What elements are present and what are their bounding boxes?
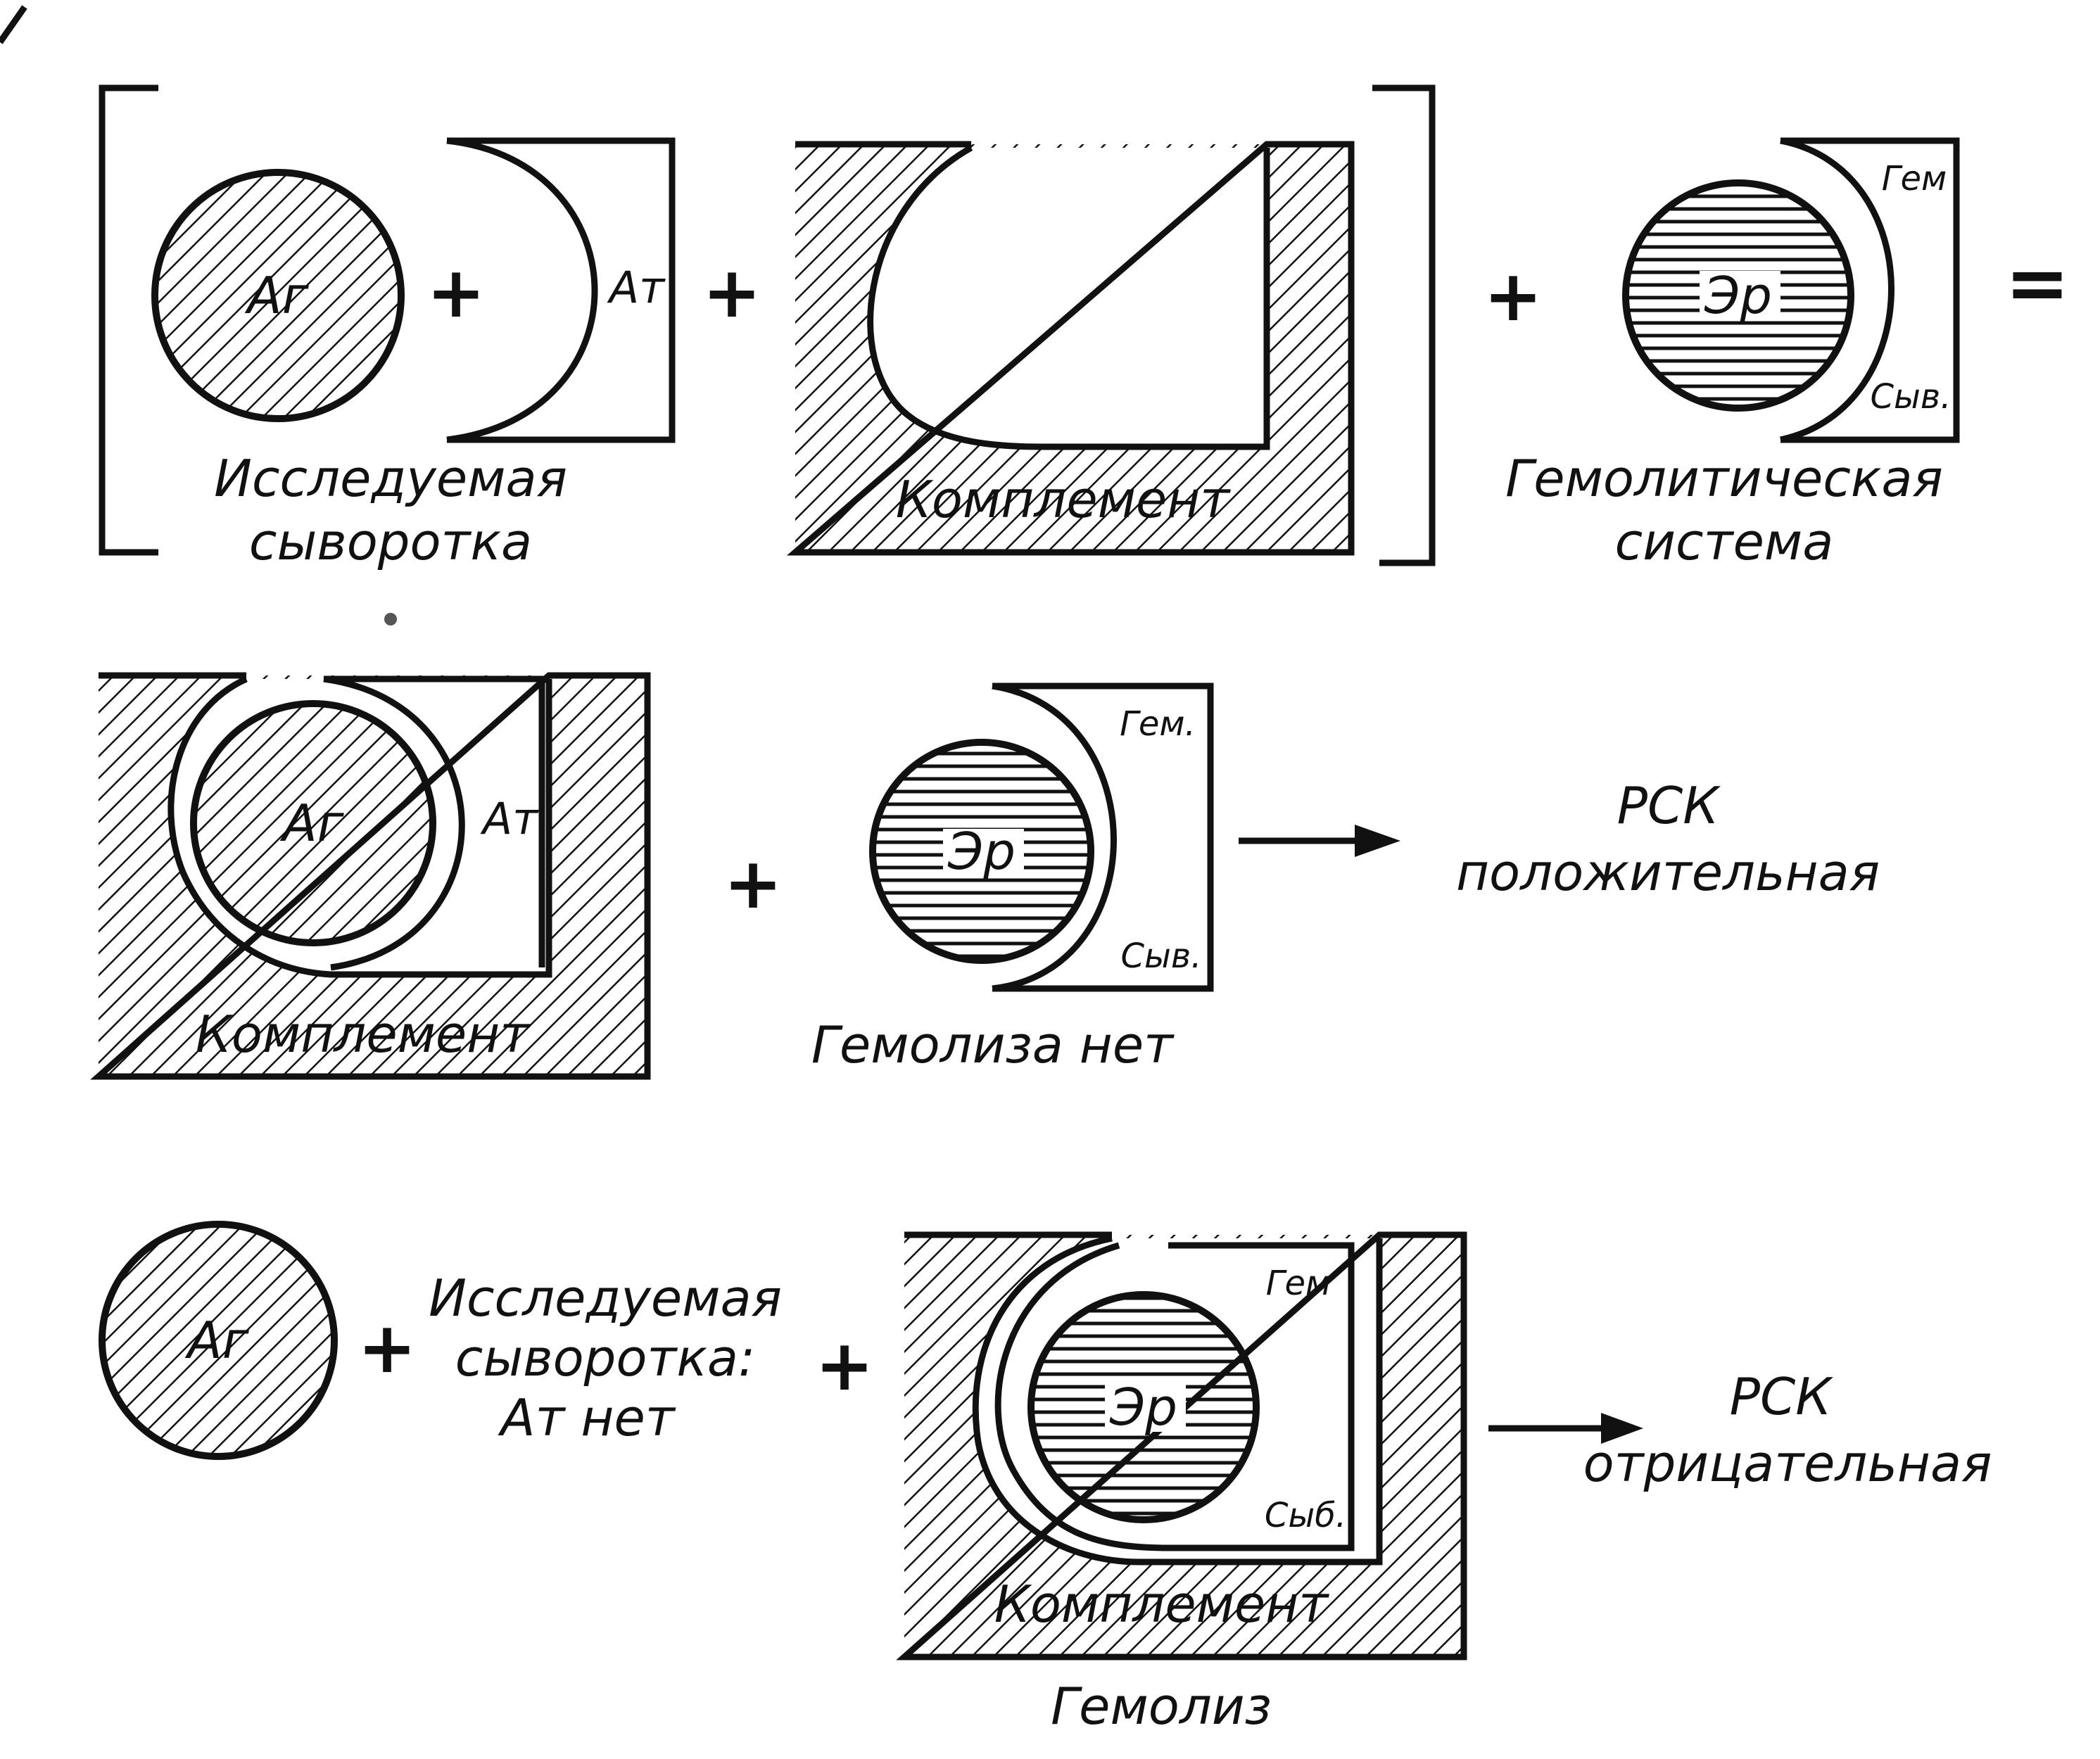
arrow-row3 xyxy=(1488,1413,1643,1444)
hemolytic-system-row1: Эр Гем Сыв. xyxy=(1622,137,1960,443)
antigen-circle-row1: Аг xyxy=(151,169,405,422)
result-negative-line1: РСК xyxy=(1730,1367,1834,1426)
antigen-antibody-complex-row2: Аг Ат xyxy=(190,675,545,971)
hemolytic-caption-line2: система xyxy=(1615,512,1834,571)
antigen-label: Аг xyxy=(184,1311,249,1370)
plus-sign: + xyxy=(1484,255,1543,337)
hemolysin-label: Гем xyxy=(1266,1264,1331,1303)
serum-short-label: Сыб. xyxy=(1265,1496,1346,1535)
hemolytic-caption-line1: Гемолитическая xyxy=(1505,449,1943,508)
hemolysis-caption: Гемолиз xyxy=(1051,1677,1272,1736)
antibody-label: Ат xyxy=(480,793,539,844)
right-bracket xyxy=(1372,84,1436,566)
serum-short-label: Сыв. xyxy=(1871,377,1952,417)
erythrocyte-label: Эр xyxy=(1109,1378,1177,1437)
no-hemolysis-caption: Гемолиза нет xyxy=(811,1015,1175,1074)
corner-mark xyxy=(0,5,27,44)
plus-sign: + xyxy=(702,251,761,334)
erythrocyte-label: Эр xyxy=(947,822,1016,881)
serum-caption-line1: Исследуемая xyxy=(214,449,567,508)
erythrocyte-label: Эр xyxy=(1704,266,1772,325)
antibody-shape-row1: Ат xyxy=(446,137,676,443)
complement-shape-row1: Комплемент xyxy=(786,141,1355,556)
antigen-circle-row3: Аг xyxy=(99,1221,338,1460)
complement-label: Комплемент xyxy=(994,1575,1330,1634)
serum-no-antibody-line1: Исследуемая xyxy=(429,1269,782,1328)
hemolytic-system-row3: Эр Гем Сыб. xyxy=(994,1242,1355,1551)
serum-caption-line2: сыворотка xyxy=(249,512,532,571)
complement-label: Комплемент xyxy=(896,470,1232,529)
plus-sign: + xyxy=(815,1324,874,1406)
arrow-row2 xyxy=(1239,825,1400,857)
complement-label: Комплемент xyxy=(196,1005,531,1064)
antibody-label: Ат xyxy=(607,262,666,313)
antigen-label: Аг xyxy=(279,794,344,853)
left-bracket xyxy=(99,84,158,556)
result-negative-line2: отрицательная xyxy=(1583,1434,1992,1493)
serum-no-antibody-line3: Ат нет xyxy=(498,1388,676,1447)
hemolysin-label: Гем. xyxy=(1120,704,1196,744)
antigen-label: Аг xyxy=(244,266,309,325)
dust-speck xyxy=(384,613,397,626)
serum-no-antibody-line2: сыворотка: xyxy=(455,1328,755,1387)
hemolytic-system-row2: Эр Гем. Сыв. xyxy=(869,682,1214,992)
plus-sign: + xyxy=(426,251,486,334)
result-positive-line2: положительная xyxy=(1456,843,1880,902)
equals-sign: = xyxy=(2005,238,2070,328)
plus-sign: + xyxy=(723,842,783,925)
result-positive-line1: РСК xyxy=(1617,776,1721,835)
plus-sign: + xyxy=(358,1307,417,1389)
hemolysin-label: Гем xyxy=(1882,159,1947,198)
serum-short-label: Сыв. xyxy=(1121,936,1202,976)
